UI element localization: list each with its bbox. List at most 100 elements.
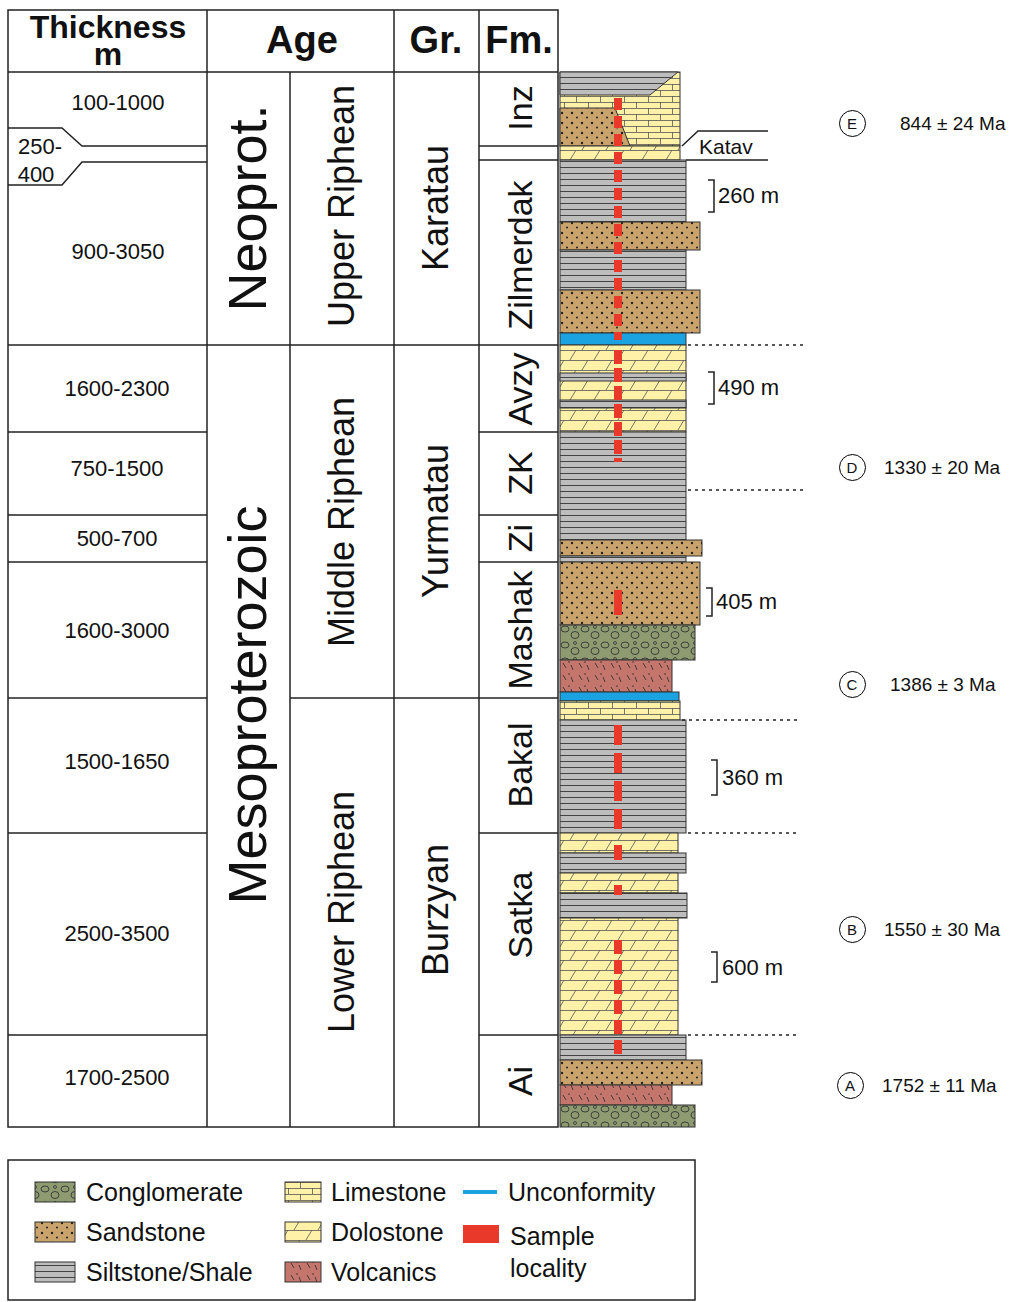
- lithology-layers: [560, 400, 686, 408]
- lithology-layers: [560, 660, 672, 692]
- table-label: 1550 ± 30 Ma: [884, 920, 1000, 939]
- legend-text: Limestone: [331, 1180, 446, 1205]
- thickness-brackets: [708, 180, 714, 212]
- table-label: 1700-2500: [64, 1067, 169, 1089]
- table-label: 1500-1650: [64, 751, 169, 773]
- table-grid: [8, 697, 207, 699]
- circle-letter: B: [847, 922, 857, 937]
- lithology-layers: [560, 333, 686, 345]
- table-label: 900-3050: [72, 241, 165, 263]
- lithology-layers: [560, 540, 702, 556]
- boundary-dots: [688, 1034, 800, 1036]
- katav-leader: [682, 131, 768, 160]
- lithology-layers: [560, 692, 679, 701]
- table-label: Inz: [503, 85, 537, 130]
- thickness-brackets: [711, 952, 717, 982]
- table-grid: [479, 832, 558, 834]
- table-grid: [8, 10, 558, 1127]
- thickness-brackets: [706, 588, 712, 616]
- table-grid: [8, 344, 558, 346]
- boundary-dots: [688, 344, 805, 346]
- table-label: Fm.: [485, 21, 553, 59]
- table-grid: [8, 431, 207, 433]
- table-grid: [8, 832, 207, 834]
- table-grid: [8, 162, 207, 185]
- table-label: Zilmerdak: [503, 180, 537, 329]
- table-label: Upper Riphean: [324, 85, 360, 327]
- lithology-layers: [560, 222, 700, 250]
- table-label: 1752 ± 11 Ma: [882, 1076, 997, 1095]
- legend-text: Unconformity: [508, 1180, 655, 1205]
- legend-swatch: [463, 1225, 499, 1243]
- boundary-dots: [682, 345, 805, 1035]
- table-label: Burzyan: [418, 844, 454, 976]
- lithology-layers: [560, 72, 678, 95]
- table-label: 500-700: [77, 528, 158, 550]
- lithology-layers: [560, 1035, 686, 1060]
- legend-box: [463, 1190, 497, 1194]
- legend-text: Siltstone/Shale: [86, 1260, 253, 1285]
- table-grid: [479, 159, 558, 161]
- lithology-layers: [560, 918, 678, 1035]
- legend-text: Conglomerate: [86, 1180, 243, 1205]
- circle-letter: C: [847, 677, 858, 692]
- table-label: 360 m: [722, 767, 783, 789]
- sample-line: [614, 590, 622, 615]
- legend-text: Sandstone: [86, 1220, 206, 1245]
- legend-box: [8, 1160, 695, 1300]
- table-label: Age: [266, 21, 338, 59]
- lithology-layers: [560, 160, 686, 222]
- table-label: 2500-3500: [64, 923, 169, 945]
- table-label: 100-1000: [72, 92, 165, 114]
- lithology-layers: [560, 1060, 702, 1085]
- lithology-layers: [560, 432, 686, 540]
- lithology-layers: [560, 1085, 672, 1105]
- table-label: 1600-3000: [64, 620, 169, 642]
- table-grid: [8, 1034, 207, 1036]
- thickness-brackets: [708, 372, 714, 404]
- table-grid: [479, 1034, 558, 1036]
- table-grid: [8, 561, 207, 563]
- table-label: 750-1500: [71, 458, 164, 480]
- lithology-layers: [560, 556, 686, 562]
- table-label: Yurmatau: [418, 444, 454, 598]
- lithology-layers: [560, 72, 702, 1127]
- table-grid: [478, 10, 480, 1127]
- table-label: Mesoproterozoic: [220, 505, 274, 904]
- table-label: ZK: [503, 451, 537, 494]
- legend-text: Volcanics: [331, 1260, 437, 1285]
- age-circle: E: [839, 110, 866, 137]
- lithology-layers: [560, 625, 695, 660]
- lithology-layers: [560, 250, 686, 290]
- table-label: Karatau: [418, 145, 454, 271]
- circle-letter: A: [845, 1078, 855, 1093]
- table-grid: [479, 145, 558, 147]
- sample-line: [614, 725, 622, 830]
- table-label: Satka: [503, 872, 537, 959]
- table-label: Mashak: [503, 570, 537, 689]
- age-circle: C: [839, 671, 866, 698]
- lithology-layers: [560, 290, 700, 333]
- legend-box: [35, 1262, 75, 1282]
- table-grid: [479, 561, 558, 563]
- table-label: Thickness m: [19, 14, 197, 68]
- sample-line: [614, 940, 622, 1055]
- lithology-layers: [560, 893, 687, 918]
- legend-text: Dolostone: [331, 1220, 444, 1245]
- table-grid: [479, 431, 558, 433]
- sample-line: [614, 845, 622, 860]
- table-label: 405 m: [716, 591, 777, 613]
- table-label: 400: [18, 164, 55, 186]
- table-grid: [393, 10, 395, 1127]
- age-circle: D: [839, 454, 866, 481]
- age-circle: A: [837, 1072, 864, 1099]
- thickness-brackets: [706, 180, 717, 982]
- table-label: Lower Riphean: [324, 791, 360, 1033]
- legend-text: Sample locality: [510, 1220, 650, 1284]
- table-label: Katav: [699, 136, 753, 157]
- legend-box: [285, 1182, 321, 1202]
- table-grid: [290, 697, 558, 699]
- sample-line: [614, 350, 622, 462]
- legend-box: [35, 1222, 75, 1242]
- table-grid: [479, 514, 558, 516]
